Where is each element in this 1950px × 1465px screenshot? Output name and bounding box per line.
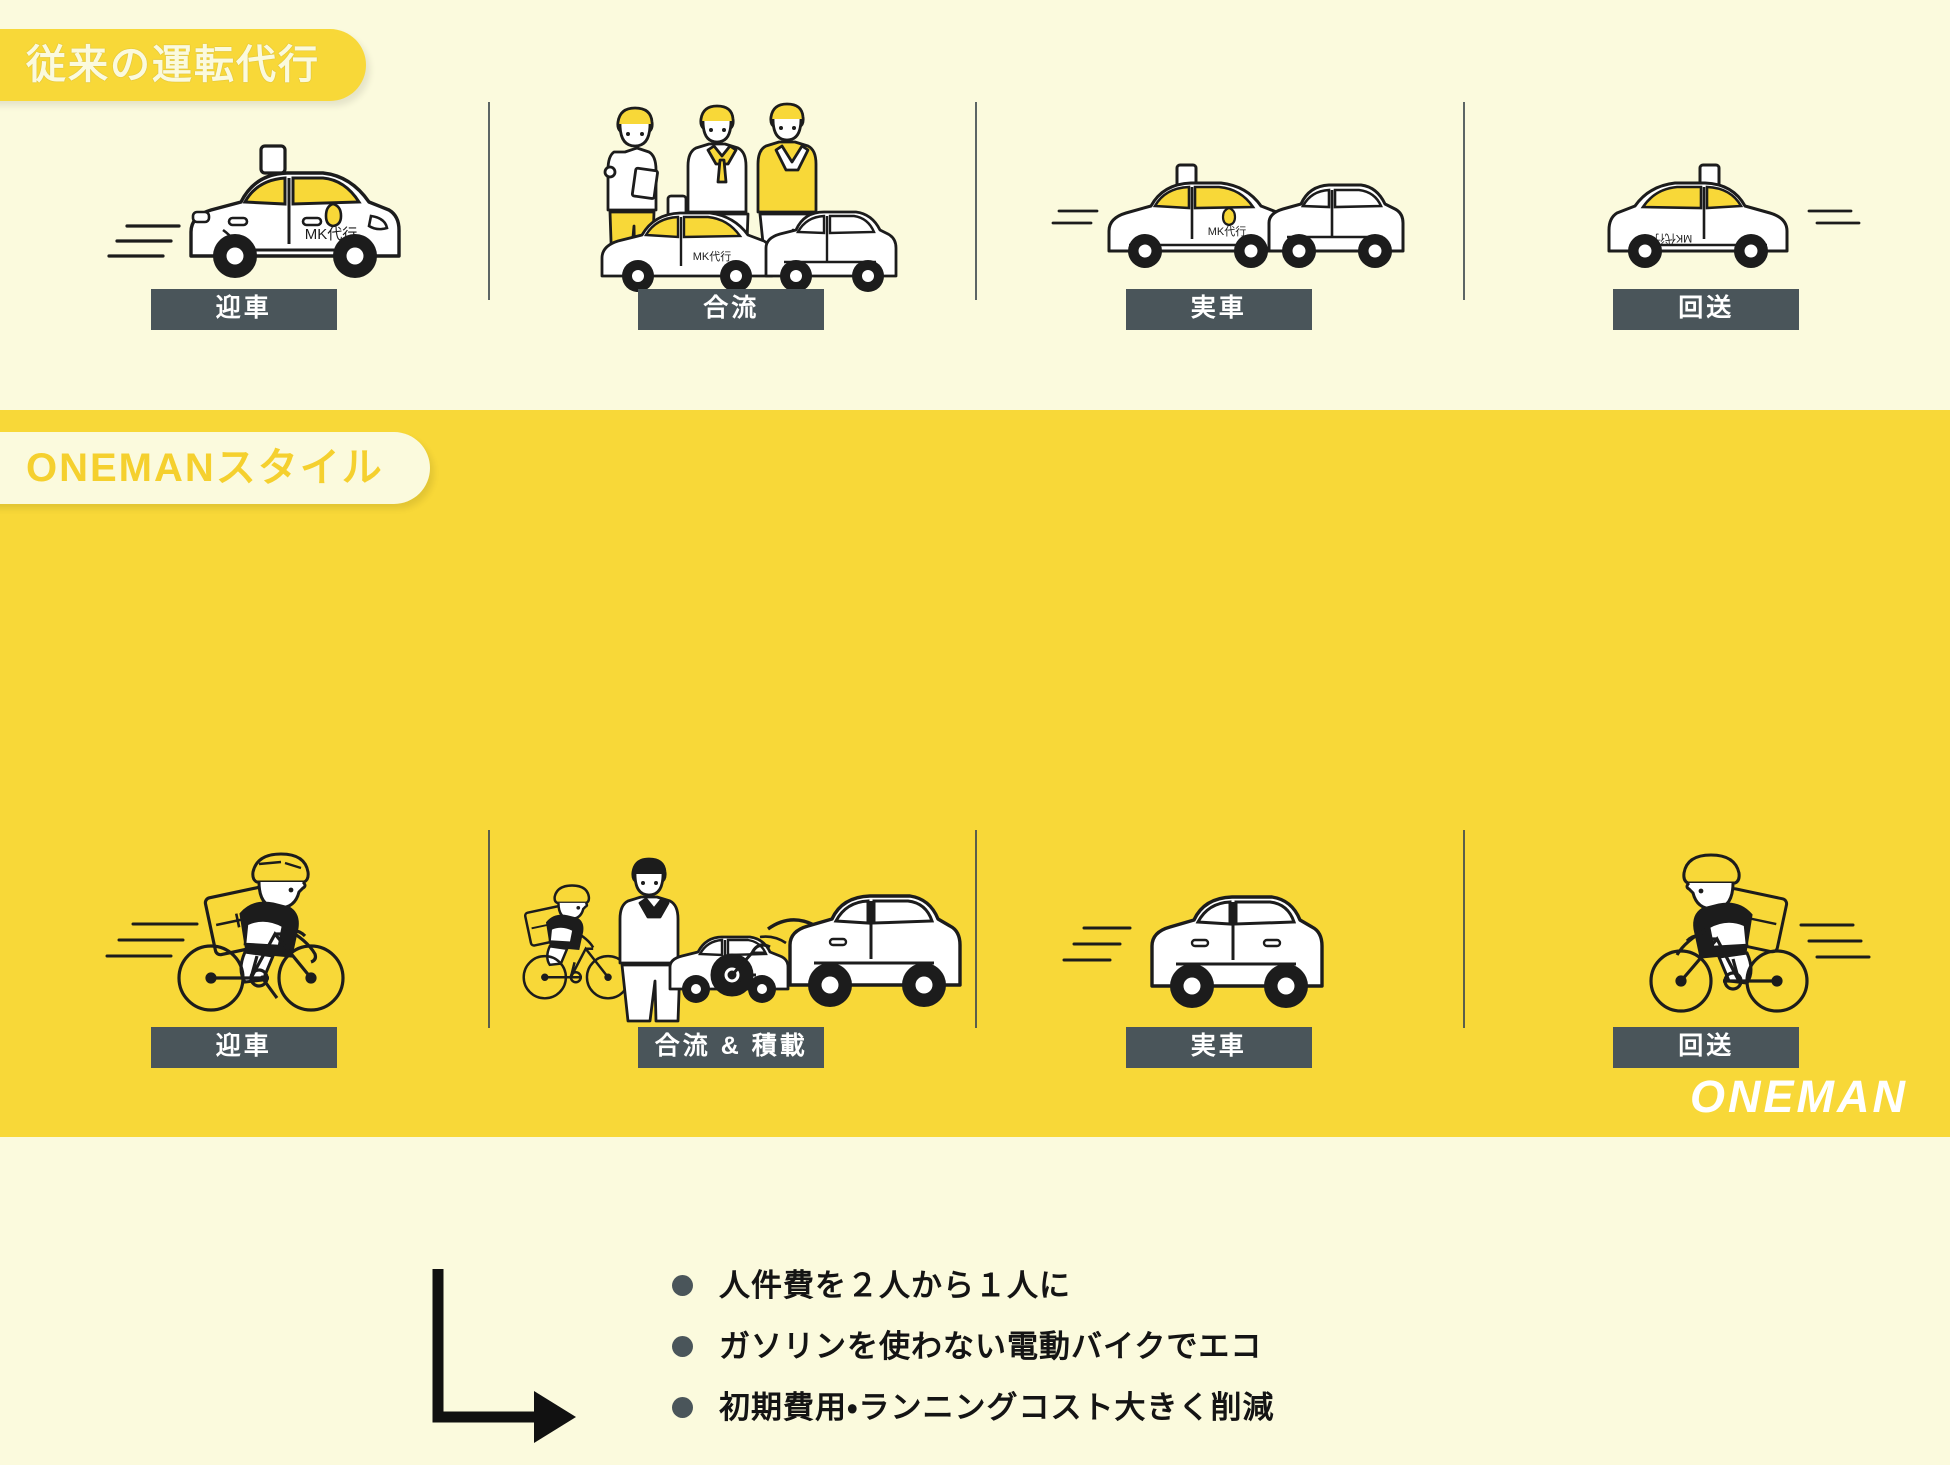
stage-label: 合流 [638, 289, 824, 330]
stage-label: 回送 [1613, 1027, 1799, 1068]
bullet-dot-icon [672, 1397, 693, 1418]
oneman-logo: ONEMAN [1690, 1074, 1908, 1119]
svg-text:MK代行: MK代行 [1654, 232, 1693, 245]
stage-label: 実車 [1126, 289, 1312, 330]
taxi-and-car-icon: MK代行 [975, 100, 1463, 289]
stage-label: 合流 & 積載 [638, 1027, 824, 1068]
stage-oneman-merge-load[interactable]: 合流 & 積載 [488, 828, 976, 1068]
stage-conventional-deadhead[interactable]: MK代行 回送 [1463, 100, 1950, 330]
conventional-stage-row: MK代行 迎車 [0, 100, 1950, 330]
oneman-banner-label: ONEMANスタイル [26, 448, 384, 488]
stage-label: 回送 [1613, 289, 1799, 330]
stage-oneman-deadhead[interactable]: 回送 [1463, 828, 1950, 1068]
conventional-banner: 従来の運転代行 [0, 29, 366, 101]
stage-oneman-occupied[interactable]: 実車 [975, 828, 1463, 1068]
oneman-stage-row: 迎車 [0, 828, 1950, 1068]
list-item: 初期費用・ランニングコスト大きく削減 [672, 1392, 1275, 1423]
car-with-speedlines-icon [975, 828, 1463, 1027]
three-people-with-taxi-and-car-icon: MK代行 [488, 88, 976, 289]
benefit-text: 初期費用・ランニングコスト大きく削減 [719, 1392, 1275, 1423]
conventional-banner-label: 従来の運転代行 [26, 45, 320, 85]
conventional-section: MK代行 迎車 [0, 0, 1950, 410]
svg-text:MK代行: MK代行 [1208, 225, 1247, 238]
benefits-list: 人件費を２人から１人に ガソリンを使わない電動バイクでエコ 初期費用・ランニング… [672, 1270, 1275, 1423]
cyclist-person-car-loading-icon [488, 828, 976, 1027]
stage-oneman-pickup[interactable]: 迎車 [0, 828, 488, 1068]
bullet-dot-icon [672, 1275, 693, 1296]
taxi-returning-icon: MK代行 [1463, 100, 1950, 289]
oneman-section: 迎車 [0, 410, 1950, 1137]
benefit-text: ガソリンを使わない電動バイクでエコ [719, 1331, 1262, 1362]
stage-label: 迎車 [151, 289, 337, 330]
stage-label: 実車 [1126, 1027, 1312, 1068]
benefit-text: 人件費を２人から１人に [719, 1270, 1071, 1301]
stage-label: 迎車 [151, 1027, 337, 1068]
list-item: ガソリンを使わない電動バイクでエコ [672, 1331, 1275, 1362]
list-item: 人件費を２人から１人に [672, 1270, 1275, 1301]
delivery-cyclist-icon [0, 828, 488, 1027]
svg-text:MK代行: MK代行 [693, 250, 732, 263]
down-right-arrow-icon [430, 1265, 590, 1465]
cyclist-returning-icon [1463, 828, 1950, 1027]
taxi-with-speedlines-icon: MK代行 [0, 100, 488, 289]
stage-conventional-occupied[interactable]: MK代行 実車 [975, 100, 1463, 330]
stage-conventional-pickup[interactable]: MK代行 迎車 [0, 100, 488, 330]
stage-conventional-meetup[interactable]: MK代行 合流 [488, 100, 976, 330]
oneman-banner: ONEMANスタイル [0, 432, 430, 504]
bullet-dot-icon [672, 1336, 693, 1357]
